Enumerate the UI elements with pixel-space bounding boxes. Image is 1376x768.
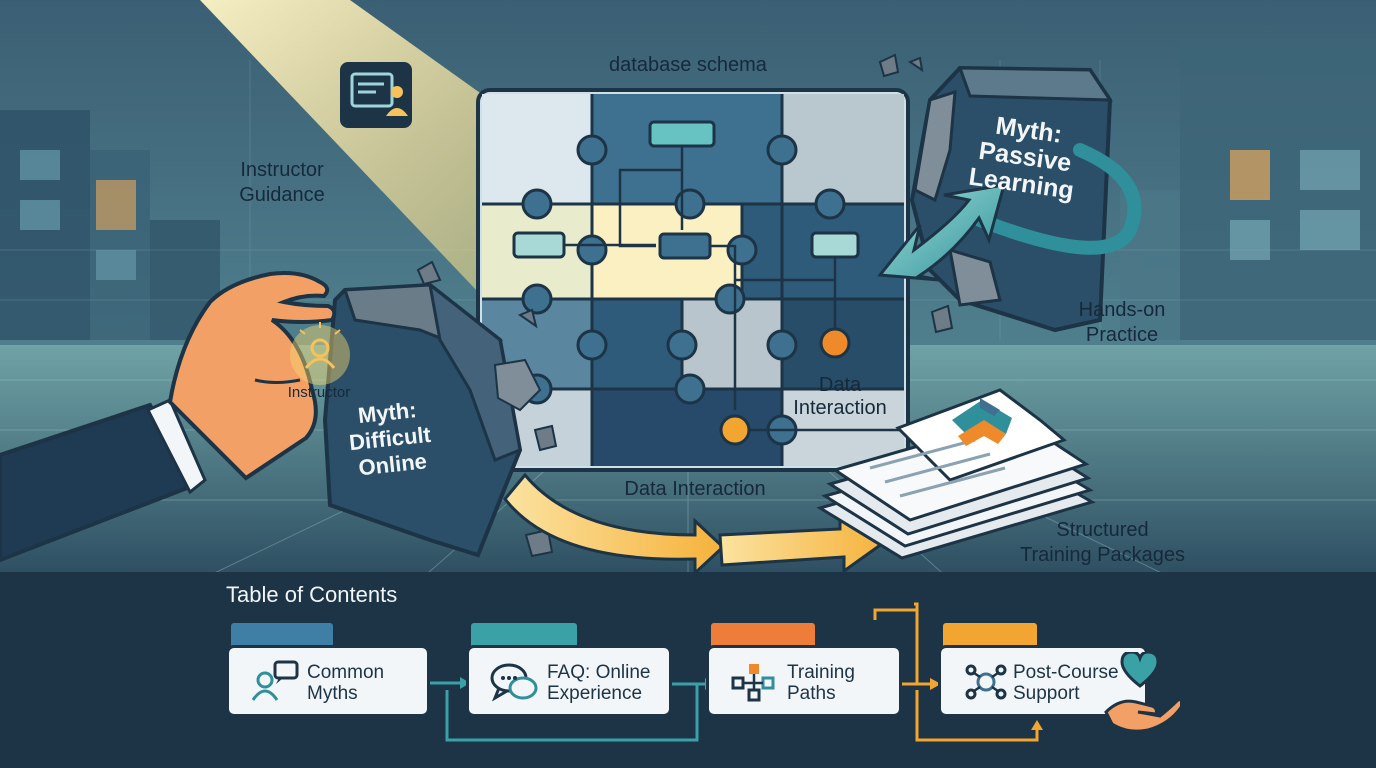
speech-bubbles-icon <box>490 663 538 702</box>
support-network-icon <box>965 664 1007 700</box>
data-interaction-arrows <box>503 472 889 577</box>
data-interaction-arrow-label: Data Interaction <box>624 478 766 500</box>
toc-title: Table of Contents <box>226 582 398 607</box>
instructor-badge-icon <box>290 322 350 385</box>
toc-item-label: FAQ: Online <box>547 662 651 683</box>
database-schema-puzzle <box>476 88 910 472</box>
background-buildings-right <box>1120 40 1376 340</box>
presentation-icon <box>340 62 412 128</box>
flowchart-icon <box>731 664 775 702</box>
teal-double-arrow <box>877 183 1007 282</box>
toc-item-label: Common <box>307 662 385 683</box>
toc-item-label: Support <box>1013 683 1080 704</box>
instructor-badge-label: Instructor <box>287 384 351 401</box>
toc-item-label: Post-Course <box>1013 662 1119 683</box>
myth-passive-learning-rock <box>878 53 1142 334</box>
toc-connectors <box>430 602 1043 742</box>
training-packages-stack <box>816 388 1096 560</box>
myth-difficult-online-rock <box>322 260 558 558</box>
chat-user-icon <box>251 660 299 701</box>
toc-item-label: Experience <box>547 683 643 704</box>
toc-item-label: Training <box>787 662 855 683</box>
brand-logo-icon <box>952 398 1012 446</box>
support-hand-heart-icon <box>1104 652 1180 732</box>
toc-item-label: Myths <box>307 683 358 704</box>
reaching-hand <box>0 271 337 563</box>
schema-title: database schema <box>609 54 767 76</box>
background-buildings-left <box>0 110 220 340</box>
toc-item-label: Paths <box>787 683 836 704</box>
